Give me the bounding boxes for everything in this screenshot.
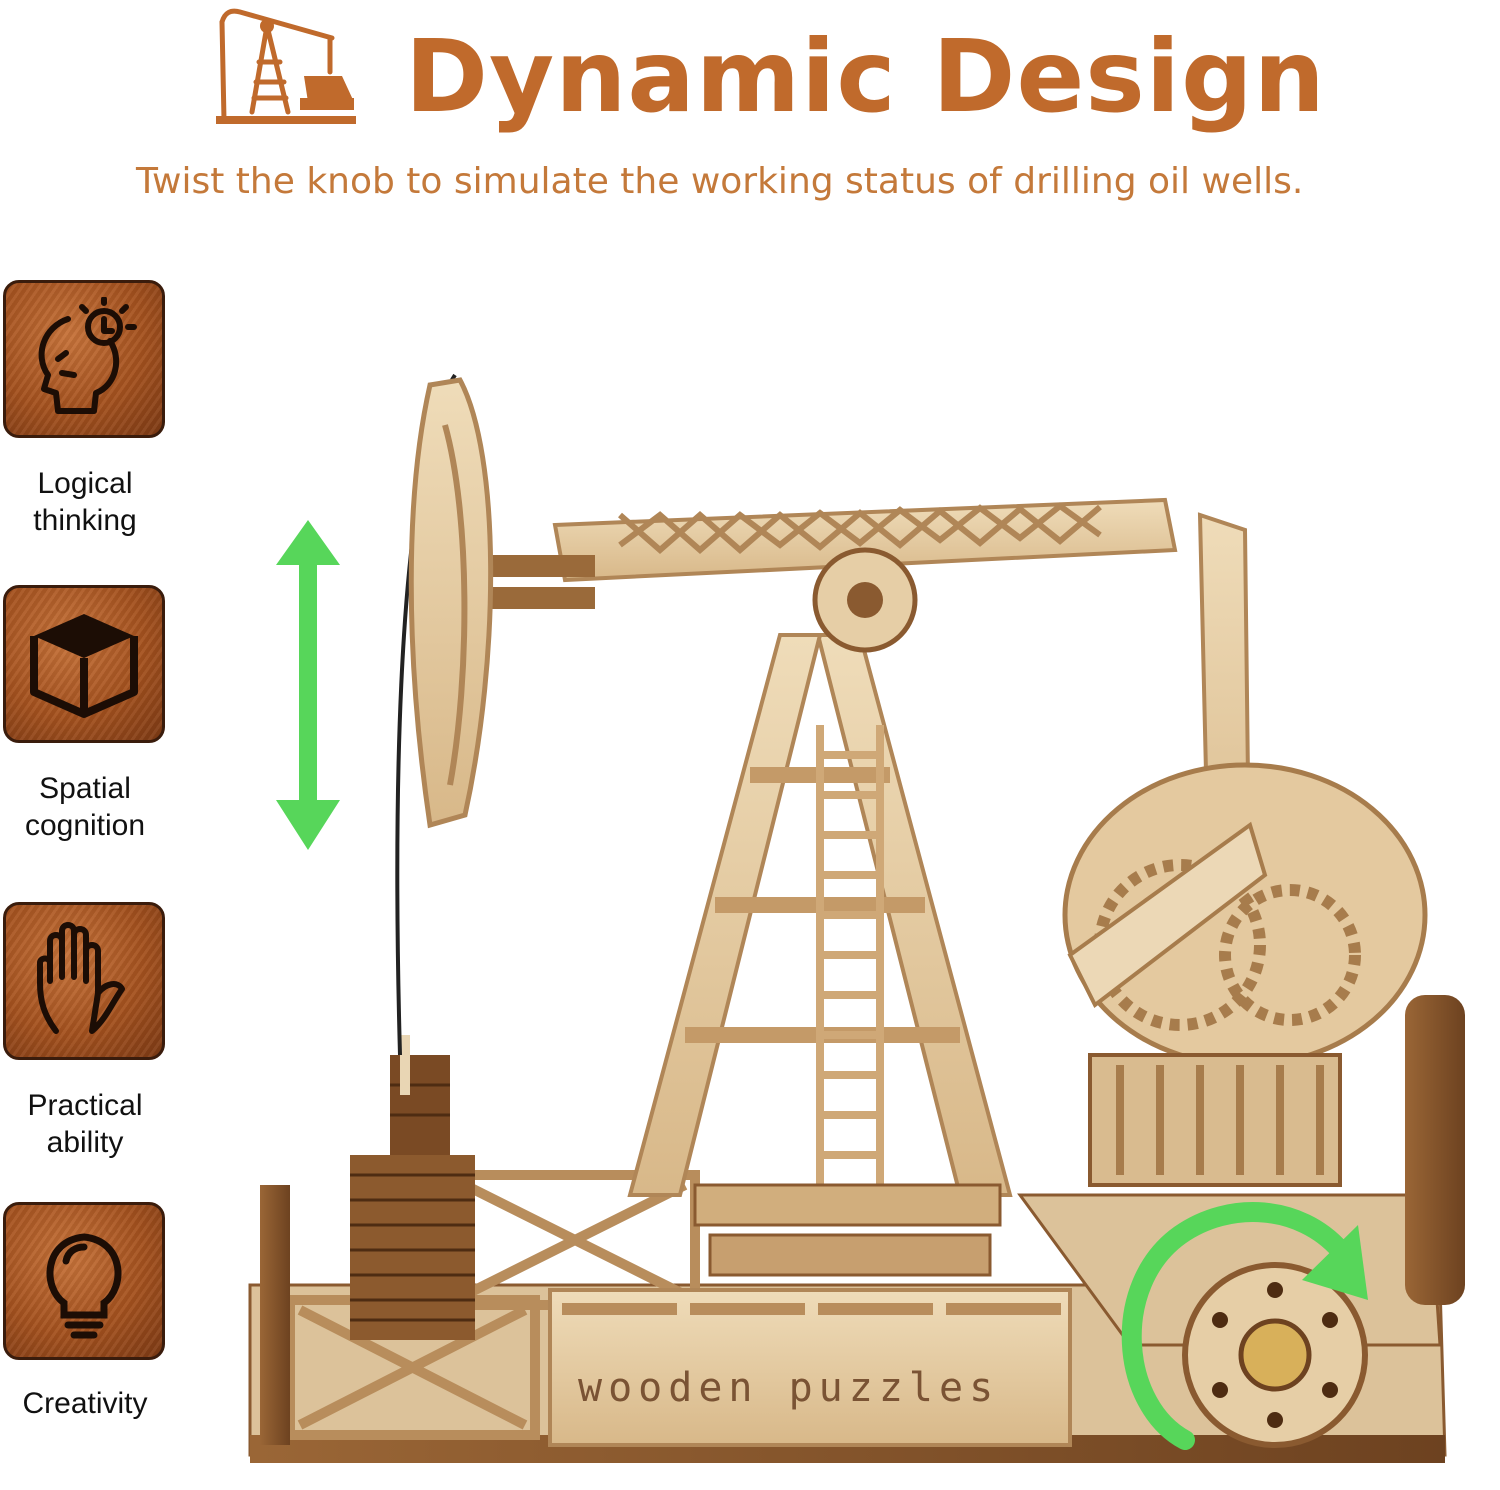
feature-label-practical-ability: Practical ability	[27, 1089, 143, 1159]
oil-pump-jack-icon	[216, 8, 356, 124]
feature-label-creativity: Creativity	[22, 1387, 148, 1420]
lightbulb-icon	[46, 1233, 122, 1339]
header: Dynamic Design Twist the knob to simulat…	[0, 0, 1500, 220]
feature-label-logical-thinking: Logical thinking	[33, 467, 137, 537]
feature-tile-practical-ability	[3, 902, 165, 1060]
rotate-arrow-icon	[1121, 1202, 1368, 1450]
up-down-arrow-icon	[276, 520, 340, 850]
product-illustration	[248, 373, 1465, 1463]
head-thinking-icon	[38, 297, 137, 414]
cube-icon	[30, 614, 138, 718]
feature-tile-logical-thinking	[3, 280, 165, 438]
feature-tile-creativity	[3, 1202, 165, 1360]
page-title: Dynamic Design	[405, 18, 1326, 135]
page-subtitle: Twist the knob to simulate the working s…	[136, 161, 1304, 202]
feature-label-spatial-cognition: Spatial cognition	[24, 772, 146, 842]
hand-icon	[37, 922, 125, 1034]
product-engraving: wooden puzzles	[578, 1365, 1000, 1411]
feature-tile-spatial-cognition	[3, 585, 165, 743]
